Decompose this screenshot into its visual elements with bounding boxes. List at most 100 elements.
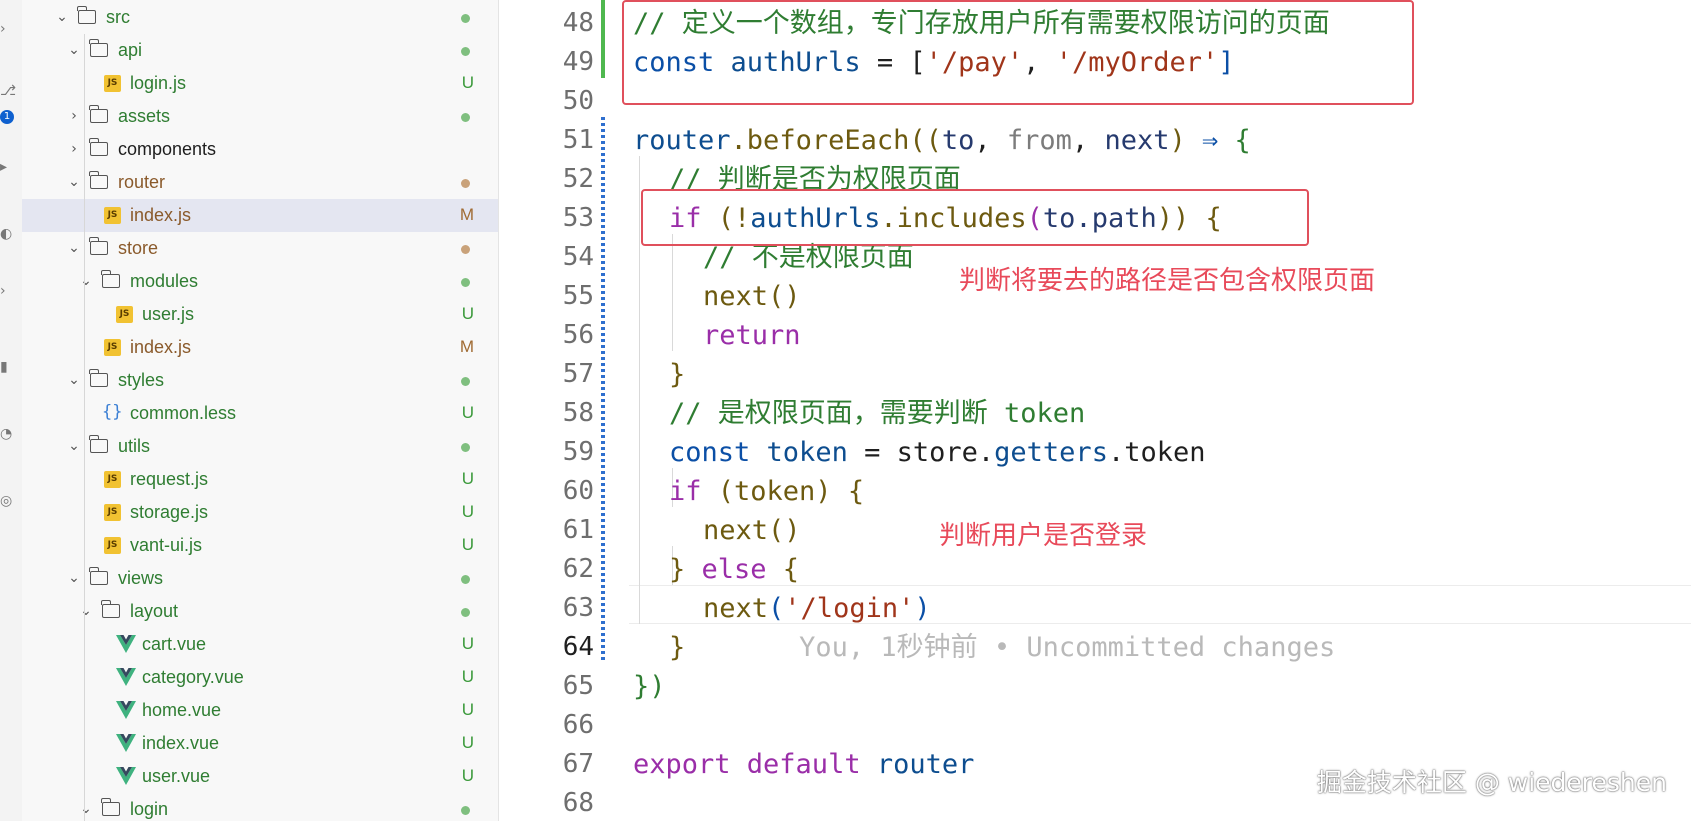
source-control-icon[interactable]: ⎇ [0,83,17,99]
file-label: cart.vue [142,634,207,654]
folder-row[interactable]: ⌄views [22,562,498,595]
code-line-57[interactable]: } [669,359,686,390]
line-number: 62 [562,554,594,584]
file-label: login.js [130,73,187,93]
code-line-49[interactable]: const authUrls = ['/pay', '/myOrder'] [633,47,1235,78]
folder-row[interactable]: ⌄ login [22,793,498,826]
chevron-down-icon[interactable]: ⌄ [68,42,80,58]
folder-row[interactable]: ›assets [22,100,498,133]
file-label: user.js [142,304,195,324]
chevron-right-icon[interactable]: › [0,21,6,37]
code-line-61[interactable]: next() [703,515,801,546]
code-line-58[interactable]: // 是权限页面，需要判断 token [669,398,1086,429]
annotation-text-path-check: 判断将要去的路径是否包含权限页面 [959,266,1376,296]
chevron-down-icon[interactable]: ⌄ [80,273,92,289]
folder-row[interactable]: ⌄ router [22,166,498,199]
line-number: 63 [562,593,594,623]
code-line-62[interactable]: } else { [669,554,800,585]
folder-row[interactable]: ⌄ store [22,232,498,265]
chevron-down-icon[interactable]: ⌄ [68,438,80,454]
file-label: login [130,799,169,819]
run-debug-icon[interactable]: ▸ [0,159,8,175]
file-label: styles [118,370,165,390]
chevron-down-icon[interactable]: ⌄ [56,9,68,25]
folder-row[interactable]: ⌄ utils [22,430,498,463]
line-number: 53 [562,203,594,233]
code-line-65[interactable]: }) [633,671,666,702]
vue-file-icon [116,767,136,785]
line-number: 68 [562,788,594,818]
line-number: 66 [562,710,594,740]
code-line-53[interactable]: if (!authUrls.includes(to.path)) { [669,203,1222,234]
chevron-right-icon[interactable]: › [71,141,77,157]
folder-row[interactable]: ⌄ src [22,1,498,34]
remote-icon[interactable]: › [0,283,6,299]
line-number: 51 [562,125,594,155]
line-number: 58 [562,398,594,428]
code-line-51[interactable]: router.beforeEach((to, from, next) ⇒ { [633,125,1251,156]
file-row[interactable]: JS vant-ui.js U [22,529,498,562]
chevron-down-icon[interactable]: ⌄ [80,603,92,619]
file-label: category.vue [142,667,244,687]
code-line-55[interactable]: next() [703,281,801,312]
git-status-badge: U [461,634,474,653]
testing-icon[interactable]: ▮ [0,359,8,375]
code-line-59[interactable]: const token = store.getters.token [669,437,1206,468]
folder-row[interactable]: ⌄ modules [22,265,498,298]
extensions-icon[interactable]: ◐ [0,226,13,242]
file-row[interactable]: cart.vue U [22,628,498,661]
folder-icon [89,369,108,387]
file-label: router [118,172,166,192]
line-number: 64 [562,632,594,662]
chevron-down-icon[interactable]: ⌄ [68,240,80,256]
chevron-down-icon[interactable]: ⌄ [68,570,80,586]
git-status-badge: U [461,304,474,323]
file-label: src [106,7,130,27]
javascript-file-icon: JS [104,537,121,554]
file-label: vant-ui.js [130,535,203,555]
folder-icon [89,105,108,123]
code-line-54[interactable]: // 不是权限页面 [703,242,914,273]
git-status-badge: U [461,700,474,719]
chevron-down-icon[interactable]: ⌄ [68,174,80,190]
tree-indent-guide [84,34,85,821]
annotation-text-login-check: 判断用户是否登录 [939,521,1148,551]
vue-file-icon [116,668,136,686]
code-line-56[interactable]: return [703,320,801,351]
code-line-67[interactable]: export default router [633,749,975,780]
chevron-right-icon[interactable]: › [71,108,77,124]
timeline-icon[interactable]: ◔ [0,426,13,442]
git-status-badge: U [461,403,474,422]
folder-icon [101,600,120,618]
folder-row[interactable]: ⌄api [22,34,498,67]
folder-row[interactable]: ⌄ styles [22,364,498,397]
file-label: modules [130,271,199,291]
code-line-60[interactable]: if (token) { [669,476,865,507]
git-status-badge: U [461,535,474,554]
file-label: store [118,238,159,258]
current-line-highlight [629,585,1691,624]
file-label: common.less [130,403,237,423]
code-line-63[interactable]: next('/login') [703,593,931,624]
code-line-64[interactable]: } You, 1秒钟前 • Uncommitted changes [669,632,1336,663]
chevron-down-icon[interactable]: ⌄ [68,372,80,388]
chevron-down-icon[interactable]: ⌄ [80,801,92,817]
folder-row[interactable]: ›components [22,133,498,166]
line-number: 61 [562,515,594,545]
file-label: utils [118,436,151,456]
account-icon[interactable]: ◎ [0,493,13,509]
folder-row[interactable]: ⌄layout [22,595,498,628]
code-line-48[interactable]: // 定义一个数组，专门存放用户所有需要权限访问的页面 [633,8,1330,39]
